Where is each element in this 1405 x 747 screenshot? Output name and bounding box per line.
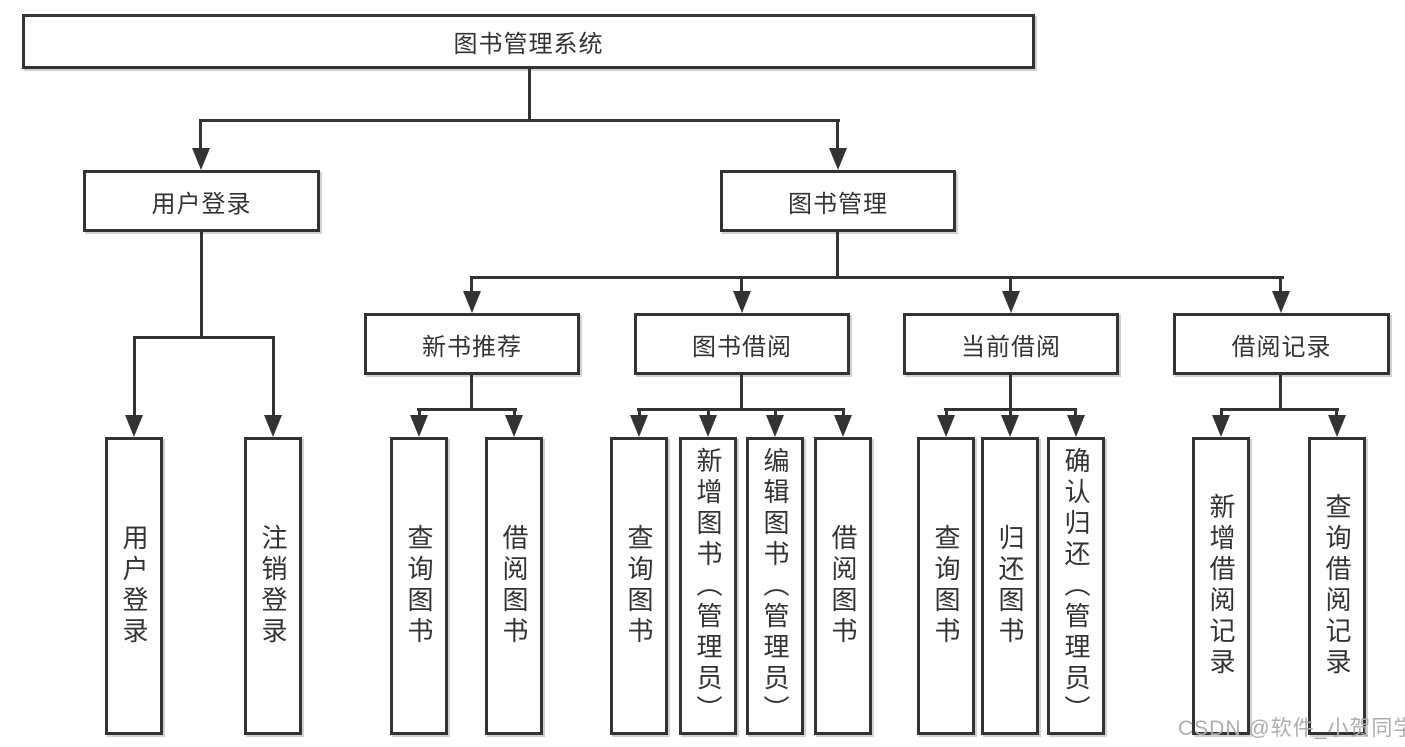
connector-line <box>272 336 275 417</box>
arrowhead-icon <box>829 148 847 170</box>
connector-line <box>1279 375 1282 408</box>
connector-line <box>133 336 275 339</box>
arrowhead-icon <box>463 291 481 313</box>
leaf-query-books-recommend: 查询图书 <box>390 437 448 735</box>
connector-line <box>836 232 839 276</box>
arrowhead-icon <box>1328 415 1346 437</box>
arrowhead-icon <box>1002 291 1020 313</box>
leaf-return-books: 归还图书 <box>981 437 1039 735</box>
leaf-borrow-books: 借阅图书 <box>814 437 872 735</box>
connector-line <box>513 408 516 417</box>
arrowhead-icon <box>630 415 648 437</box>
connector-line <box>133 336 136 417</box>
node-book-management: 图书管理 <box>720 170 956 232</box>
leaf-query-books-borrow: 查询图书 <box>610 437 668 735</box>
leaf-edit-books-admin: 编辑图书（管理员） <box>746 437 804 735</box>
arrowhead-icon <box>1067 415 1085 437</box>
node-new-book-recommend: 新书推荐 <box>364 313 580 375</box>
arrowhead-icon <box>699 415 717 437</box>
leaf-query-books-current: 查询图书 <box>917 437 975 735</box>
connector-line <box>740 375 743 408</box>
arrowhead-icon <box>834 415 852 437</box>
connector-line <box>470 375 473 408</box>
connector-line <box>945 408 948 417</box>
connector-line <box>707 408 710 417</box>
leaf-add-borrow-record: 新增借阅记录 <box>1192 437 1250 735</box>
connector-line <box>1279 276 1282 294</box>
connector-line <box>470 276 1284 279</box>
arrowhead-icon <box>733 291 751 313</box>
arrowhead-icon <box>1001 415 1019 437</box>
leaf-user-login: 用户登录 <box>105 437 163 735</box>
connector-line <box>836 119 839 150</box>
leaf-add-books-admin: 新增图书（管理员） <box>679 437 737 735</box>
csdn-watermark: CSDN @软件_小贺同学 <box>1178 717 1405 740</box>
connector-line <box>638 408 641 417</box>
arrowhead-icon <box>766 415 784 437</box>
node-book-borrow: 图书借阅 <box>634 313 850 375</box>
connector-line <box>1074 408 1077 417</box>
connector-line <box>200 232 203 336</box>
connector-line <box>1009 375 1012 408</box>
connector-line <box>740 276 743 294</box>
leaf-logout: 注销登录 <box>244 437 302 735</box>
connector-line <box>199 119 840 122</box>
connector-line <box>199 119 202 150</box>
node-user-login: 用户登录 <box>83 170 320 232</box>
arrowhead-icon <box>410 415 428 437</box>
connector-line <box>1220 408 1223 417</box>
connector-line <box>470 276 473 294</box>
connector-line <box>637 408 845 411</box>
leaf-confirm-return-admin: 确认归还（管理员） <box>1047 437 1105 735</box>
arrowhead-icon <box>1272 291 1290 313</box>
connector-line <box>842 408 845 417</box>
connector-line <box>1335 408 1338 417</box>
leaf-borrow-books-recommend: 借阅图书 <box>485 437 543 735</box>
connector-line <box>418 408 421 417</box>
node-current-borrow: 当前借阅 <box>903 313 1119 375</box>
connector-line <box>774 408 777 417</box>
arrowhead-icon <box>1212 415 1230 437</box>
arrowhead-icon <box>125 415 143 437</box>
connector-line <box>1220 408 1339 411</box>
leaf-query-borrow-record: 查询借阅记录 <box>1308 437 1366 735</box>
arrowhead-icon <box>937 415 955 437</box>
connector-line <box>417 408 517 411</box>
connector-line <box>1009 276 1012 294</box>
connector-line <box>1009 408 1012 417</box>
node-borrow-records: 借阅记录 <box>1173 313 1390 375</box>
arrowhead-icon <box>505 415 523 437</box>
node-library-management-system: 图书管理系统 <box>22 14 1035 69</box>
arrowhead-icon <box>192 148 210 170</box>
arrowhead-icon <box>264 415 282 437</box>
connector-line <box>528 68 531 119</box>
